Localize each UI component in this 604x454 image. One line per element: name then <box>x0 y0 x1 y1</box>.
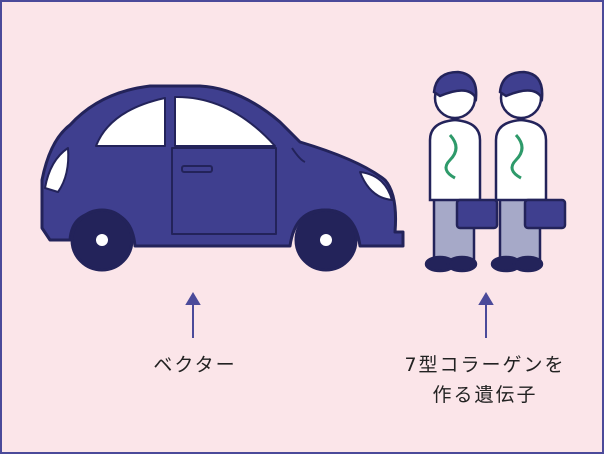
gene-people-illustration <box>424 70 567 273</box>
arrow-up-icon <box>478 292 494 338</box>
gene-label-line2: 作る遺伝子 <box>432 384 538 406</box>
gene-label: 7型コラーゲンを 作る遺伝子 <box>370 350 600 410</box>
gene-label-line1: 7型コラーゲンを <box>404 354 566 376</box>
arrow-up-icon <box>185 292 201 338</box>
vector-label: ベクター <box>153 354 237 376</box>
person-right <box>490 70 567 273</box>
car-illustration <box>40 84 405 272</box>
person-left <box>424 70 499 273</box>
